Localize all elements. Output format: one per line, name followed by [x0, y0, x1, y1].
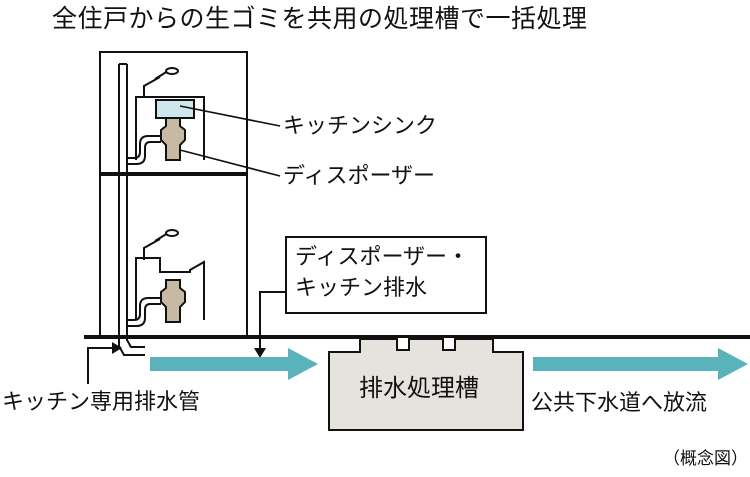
disposer-unit: [160, 117, 186, 161]
callout-box-line2: キッチン排水: [295, 276, 428, 301]
kitchen-drain-pipe: [118, 63, 145, 356]
kitchen-sink-label: キッチンシンク: [283, 114, 438, 139]
disposer-unit: [160, 279, 186, 323]
sewer-discharge-label: 公共下水道へ放流: [531, 391, 708, 416]
drain-pipe-label: キッチン専用排水管: [2, 390, 201, 415]
callout-pointer: [259, 291, 286, 350]
sink-leader-line: [179, 105, 281, 127]
diagram-title: 全住戸からの生ゴミを共用の処理槽で一括処理: [52, 4, 588, 33]
upper-kitchen-unit: [127, 67, 205, 165]
treatment-tank: [328, 336, 524, 431]
sink-basin: [155, 99, 195, 119]
tank-label: 排水処理槽: [359, 374, 479, 402]
flow-arrow-out: [533, 348, 748, 380]
flow-arrow-in: [150, 348, 318, 380]
callout-box-line1: ディスポーザー・: [295, 245, 470, 270]
disposer-leader-line: [179, 149, 281, 177]
concept-note: （概念図）: [663, 449, 748, 469]
pipe-pointer: [87, 347, 114, 384]
disposer-label: ディスポーザー: [283, 164, 436, 189]
callout-box: [285, 236, 487, 314]
lower-kitchen-unit: [127, 229, 205, 327]
